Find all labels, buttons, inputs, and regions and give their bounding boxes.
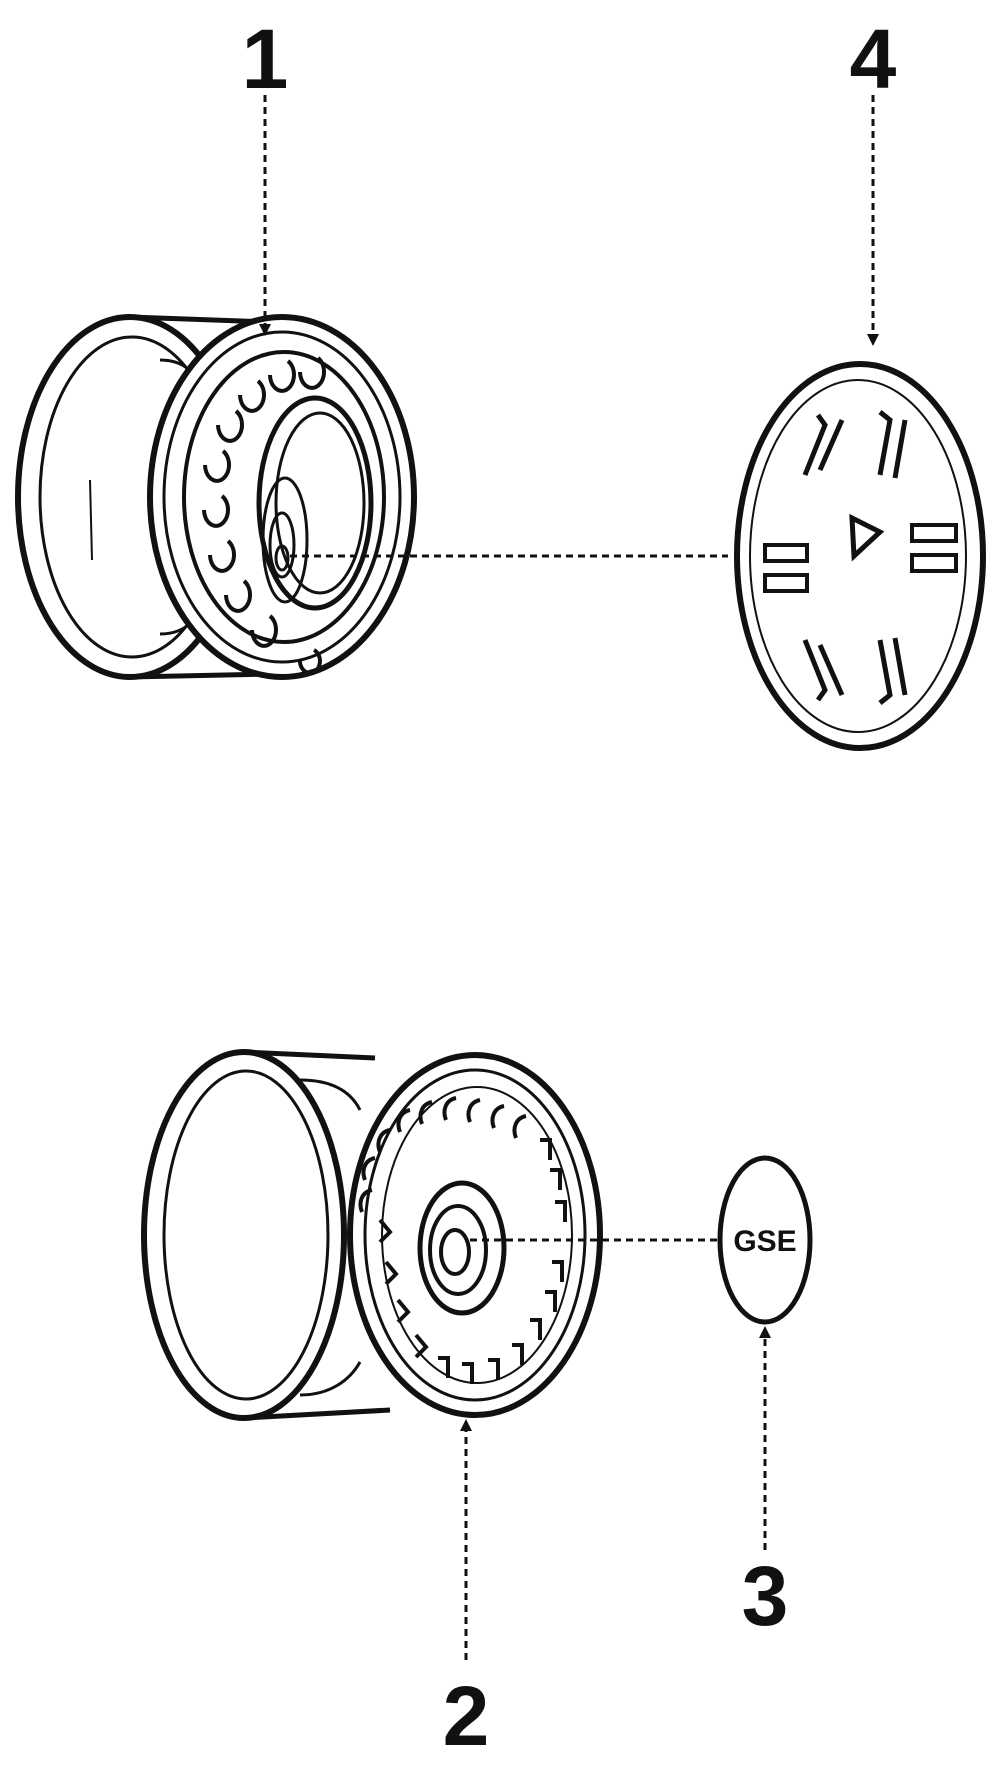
cover-pattern	[763, 410, 958, 705]
emblem-text: GSE	[733, 1225, 796, 1258]
callout-number-3: 3	[742, 1549, 789, 1643]
callout-number-2: 2	[443, 1669, 490, 1763]
styled-wheel-part-2[interactable]	[141, 1049, 603, 1421]
center-cap-emblem-part-3[interactable]: GSE	[717, 1155, 813, 1325]
steel-wheel-part-1[interactable]	[15, 314, 417, 680]
callout-number-4: 4	[850, 12, 897, 106]
wheel-slot-pattern	[358, 1096, 567, 1384]
wheel-cover-part-4[interactable]	[734, 361, 986, 751]
wheel-vent-holes	[202, 356, 326, 675]
callout-number-1: 1	[242, 12, 289, 106]
